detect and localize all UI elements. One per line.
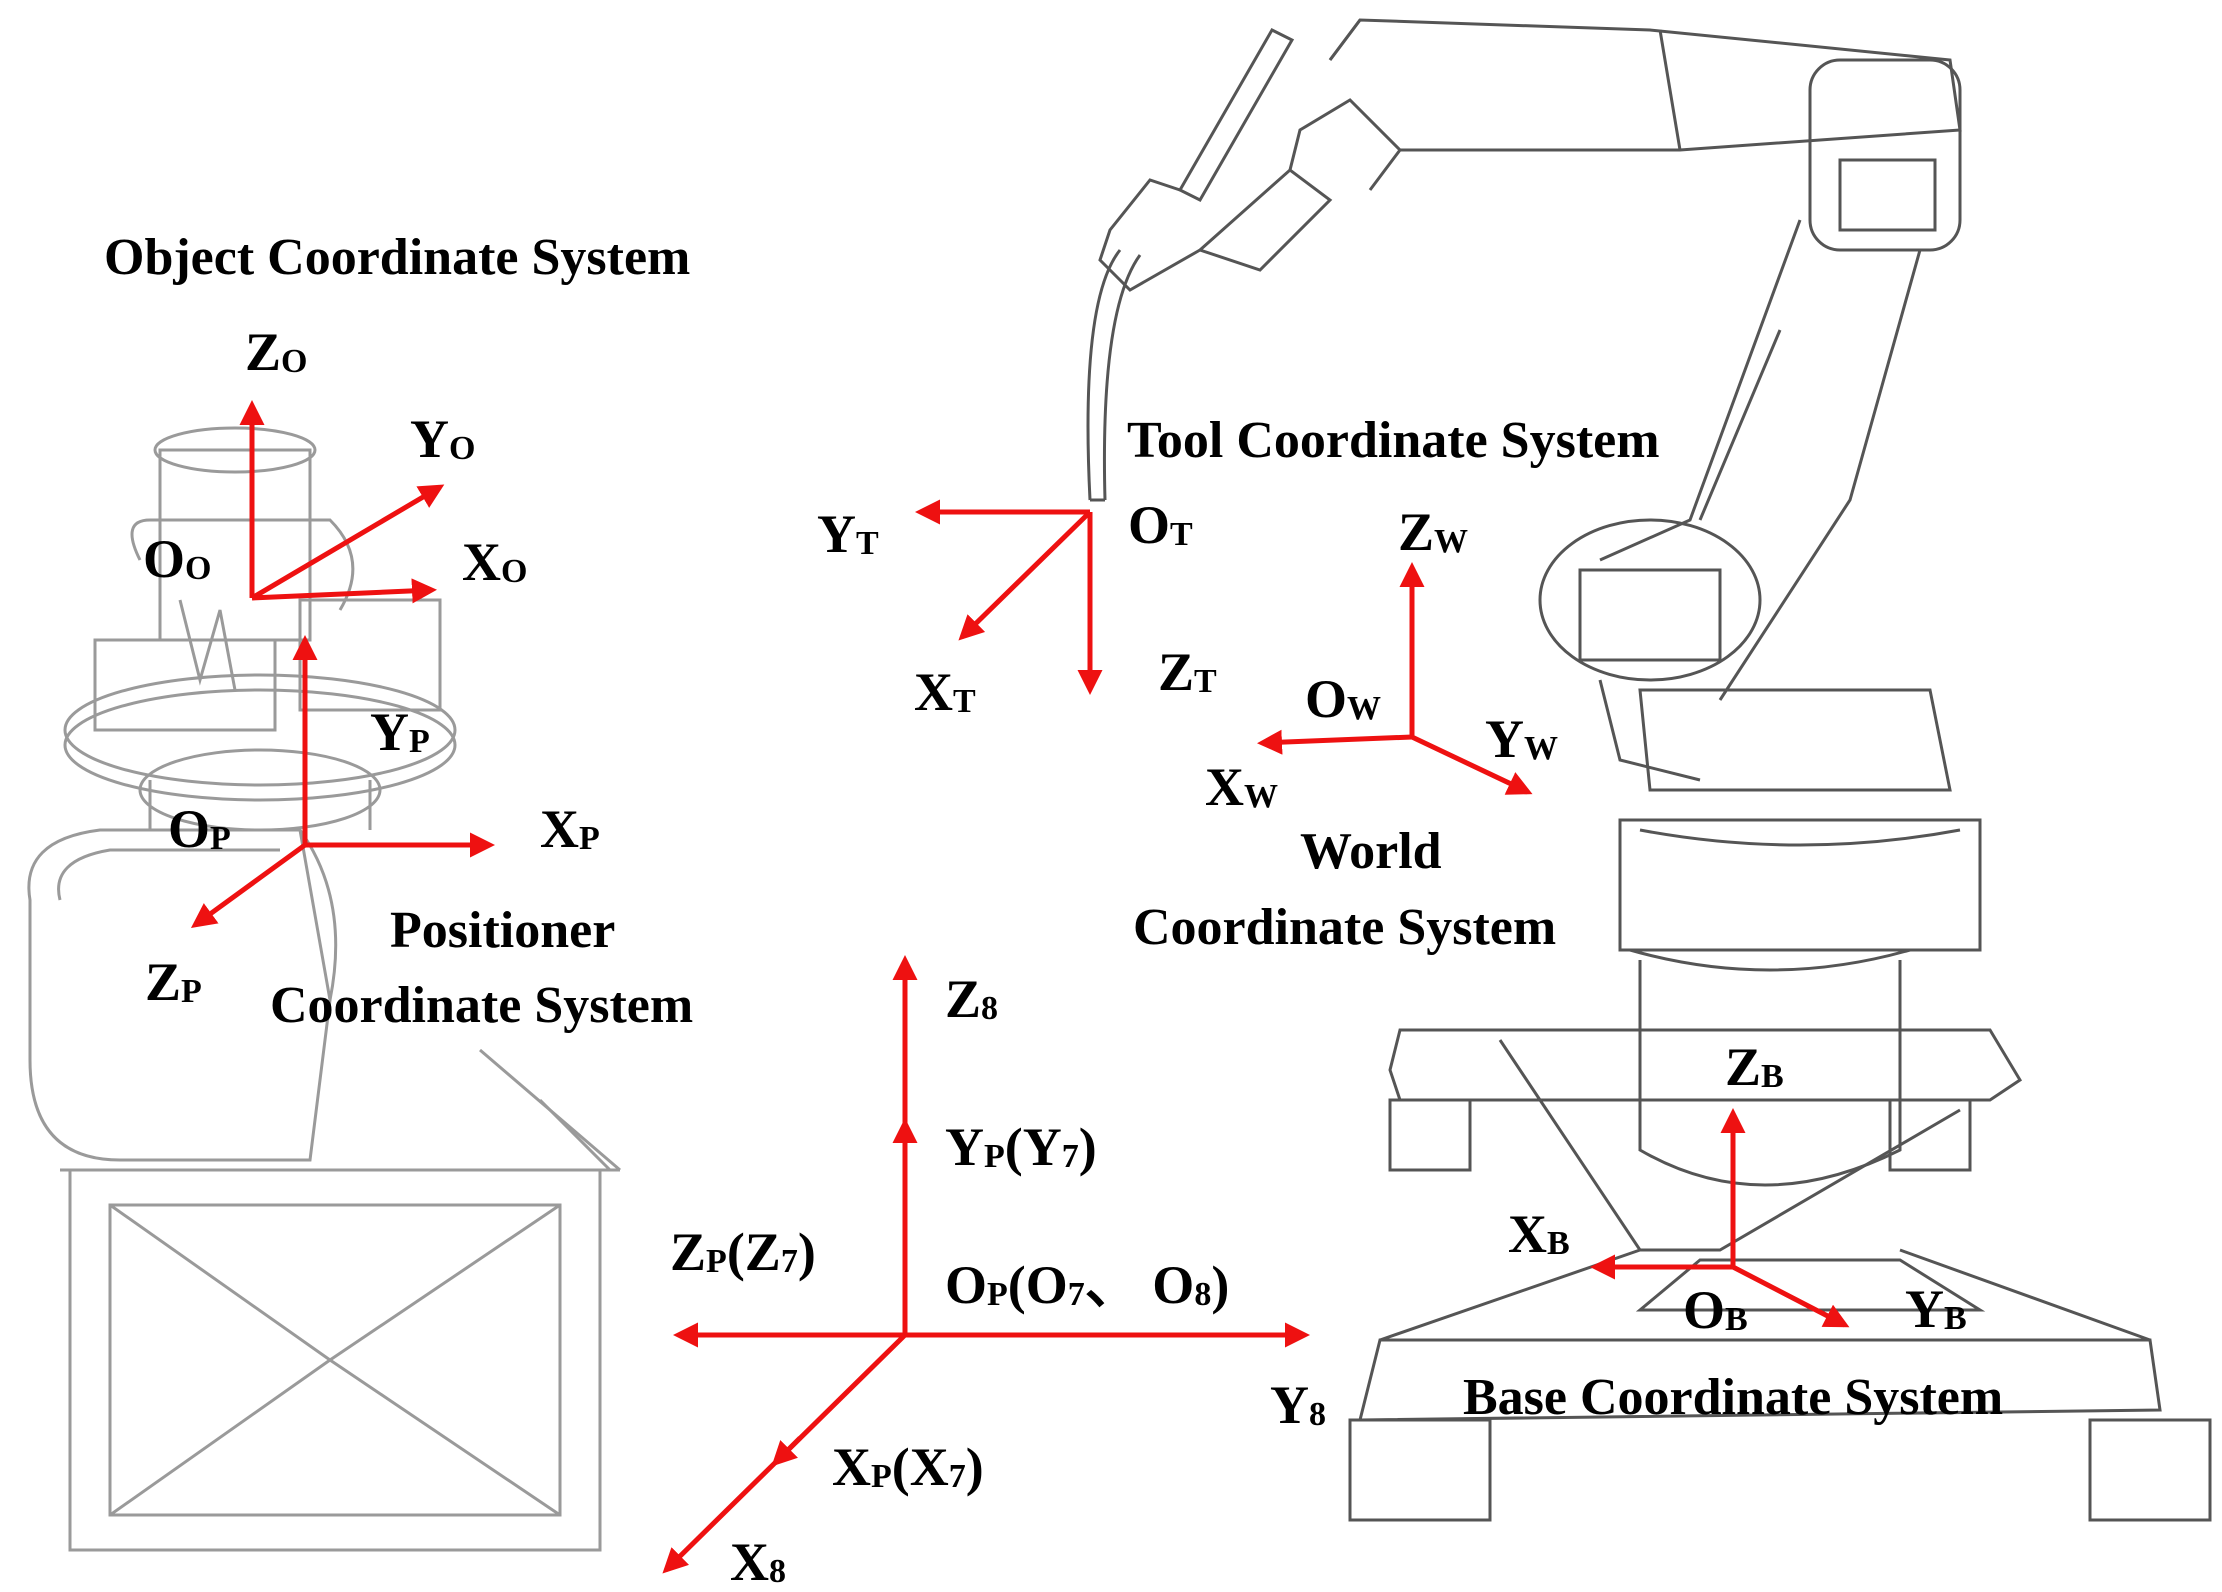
world-y-axis: [1410, 734, 1533, 795]
tool-y-label: YT: [817, 504, 879, 564]
world-x-axis: [1257, 729, 1413, 755]
tool-z-label: ZT: [1158, 642, 1217, 702]
tool-x-axis: [958, 510, 1092, 641]
base-y-axis: [1731, 1264, 1850, 1328]
axis-arrows: [190, 400, 1850, 1574]
center-xp-arrow: [771, 1436, 802, 1467]
center-z8-label: Z8: [945, 969, 999, 1029]
world-z-label: ZW: [1398, 502, 1469, 562]
positioner-system-title-line2: Coordinate System: [270, 977, 694, 1034]
center-yp-label: YP(Y7): [945, 1117, 1097, 1177]
world-y-label: YW: [1485, 709, 1558, 769]
base-z-label: ZB: [1725, 1037, 1784, 1097]
world-origin-label: OW: [1305, 669, 1382, 729]
center-zp-label: ZP(Z7): [670, 1222, 816, 1282]
positioner-origin-label: OP: [168, 799, 231, 859]
object-y-label: YO: [410, 409, 476, 469]
positioner-x-label: XP: [540, 799, 600, 859]
center-op-label: OP(O7、 O8): [945, 1255, 1230, 1315]
object-x-axis: [251, 578, 437, 604]
positioner-z-axis: [190, 842, 307, 928]
base-x-label: XB: [1508, 1204, 1570, 1264]
world-system-title-line2: Coordinate System: [1133, 899, 1557, 956]
object-z-label: ZO: [245, 322, 308, 382]
object-system-title: Object Coordinate System: [104, 229, 691, 286]
object-y-axis: [250, 484, 445, 601]
object-x-label: XO: [462, 532, 528, 592]
center-x8-label: X8: [730, 1532, 786, 1592]
base-system-title: Base Coordinate System: [1463, 1369, 2004, 1426]
center-y8-label: Y8: [1270, 1375, 1326, 1435]
positioner-system-title-line1: Positioner: [390, 902, 616, 959]
tool-x-label: XT: [914, 662, 976, 722]
tool-origin-label: OT: [1128, 495, 1193, 555]
base-y-label: YB: [1905, 1279, 1967, 1339]
center-xp-label: XP(X7): [832, 1437, 984, 1497]
world-x-label: XW: [1205, 757, 1278, 817]
robot-arm-sketch: [1086, 18, 2212, 1522]
positioner-y-label: YP: [370, 702, 430, 762]
tool-system-title: Tool Coordinate System: [1127, 412, 1660, 469]
positioner-z-label: ZP: [145, 952, 202, 1012]
object-origin-label: OO: [143, 529, 212, 589]
world-system-title-line1: World: [1300, 823, 1442, 880]
base-origin-label: OB: [1683, 1280, 1748, 1340]
